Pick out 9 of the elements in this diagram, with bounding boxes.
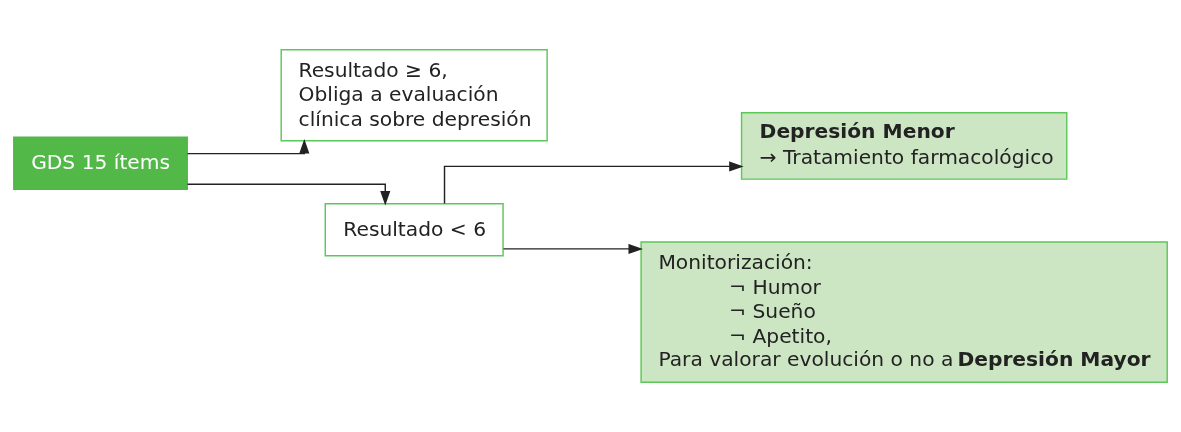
node-box: Depresión Menor → Tratamiento farmacológico <box>740 111 1068 180</box>
arrow <box>502 243 643 254</box>
arrow <box>443 161 744 205</box>
arrow <box>186 183 391 206</box>
node-box: Monitorización: ¬ Humor ¬ Sueño ¬ Apetito, Para valorar evolución o no a Depresión Mayor <box>640 241 1168 383</box>
node-box: Resultado ≥ 6, Obliga a evaluación clínica sobre depresión <box>280 49 548 142</box>
node-box: Resultado < 6 <box>324 203 504 257</box>
arrow <box>186 139 310 155</box>
node-box: GDS 15 ítems <box>13 136 188 190</box>
